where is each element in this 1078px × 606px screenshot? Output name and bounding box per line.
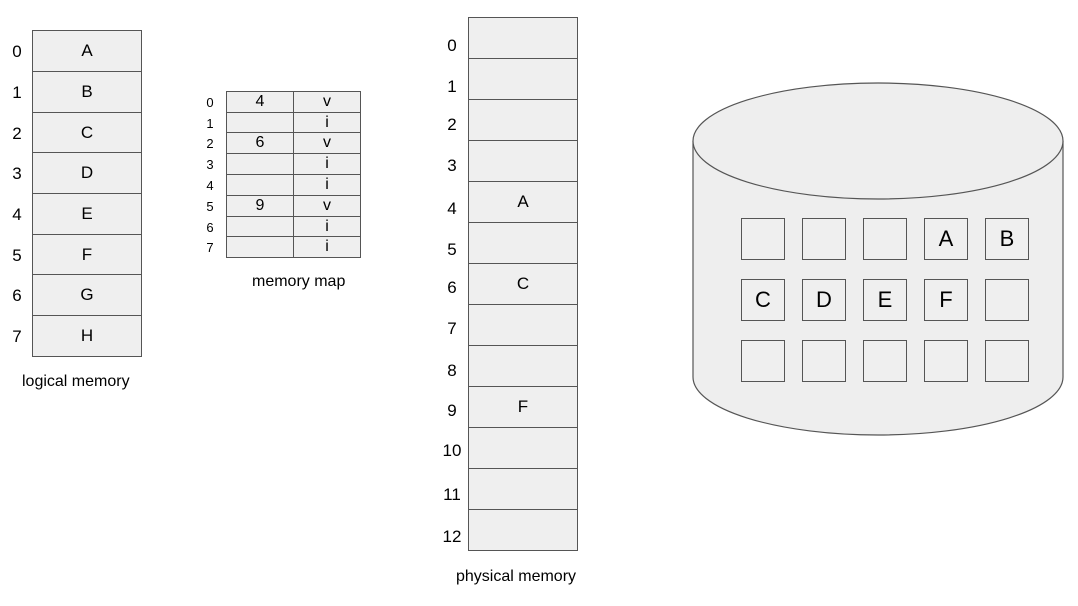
logical-index: 6: [12, 286, 22, 305]
disk-slot: [802, 218, 846, 260]
logical-index: 2: [12, 124, 22, 143]
physical-frame: [468, 468, 578, 510]
physical-index: 3: [447, 156, 457, 175]
logical-cell: C: [32, 112, 142, 154]
logical-index: 7: [12, 327, 22, 346]
physical-index: 2: [447, 115, 457, 134]
physical-frame: F: [468, 386, 578, 428]
disk-slot: A: [924, 218, 968, 260]
logical-index: 5: [12, 246, 22, 265]
map-index: 4: [206, 178, 214, 193]
map-index: 2: [206, 136, 214, 151]
logical-cell: G: [32, 274, 142, 316]
logical-index: 4: [12, 205, 22, 224]
map-index: 7: [206, 240, 214, 255]
physical-frame: A: [468, 181, 578, 223]
physical-frame: [468, 345, 578, 387]
disk-slot: [863, 218, 907, 260]
memory-map-caption: memory map: [252, 273, 346, 290]
logical-index: 0: [12, 42, 22, 61]
logical-index: 1: [12, 83, 22, 102]
map-index: 1: [206, 116, 214, 131]
logical-cell: F: [32, 234, 142, 276]
disk-slot: B: [985, 218, 1029, 260]
physical-frame: [468, 99, 578, 141]
physical-frame: [468, 17, 578, 59]
physical-frame: C: [468, 263, 578, 305]
disk-slot: [802, 340, 846, 382]
disk-slot: [985, 279, 1029, 321]
map-index: 6: [206, 220, 214, 235]
physical-index: 5: [447, 240, 457, 259]
physical-index: 10: [442, 441, 462, 460]
physical-index: 1: [447, 77, 457, 96]
logical-cell: B: [32, 71, 142, 113]
logical-cell: E: [32, 193, 142, 235]
disk-slot: [985, 340, 1029, 382]
disk-slot: C: [741, 279, 785, 321]
physical-index: 8: [447, 361, 457, 380]
disk-slot: [863, 340, 907, 382]
physical-index: 0: [447, 36, 457, 55]
logical-cell: H: [32, 315, 142, 357]
physical-index: 7: [447, 319, 457, 338]
physical-frame: [468, 222, 578, 264]
disk-slot: [924, 340, 968, 382]
physical-index: 4: [447, 199, 457, 218]
logical-cell: D: [32, 152, 142, 194]
physical-index: 12: [442, 527, 462, 546]
physical-index: 11: [443, 485, 461, 504]
physical-frame: [468, 509, 578, 551]
disk-slot: [741, 218, 785, 260]
disk-slot: [741, 340, 785, 382]
map-index: 3: [206, 157, 214, 172]
physical-index: 9: [447, 401, 457, 420]
logical-memory-caption: logical memory: [22, 373, 130, 390]
map-index: 5: [206, 199, 214, 214]
disk-slot: D: [802, 279, 846, 321]
map-valid-bit-cell: i: [293, 236, 361, 258]
disk-slot: F: [924, 279, 968, 321]
disk-slot: E: [863, 279, 907, 321]
map-index: 0: [206, 95, 214, 110]
physical-memory-caption: physical memory: [456, 568, 577, 585]
physical-index: 6: [447, 278, 457, 297]
logical-index: 3: [12, 164, 22, 183]
